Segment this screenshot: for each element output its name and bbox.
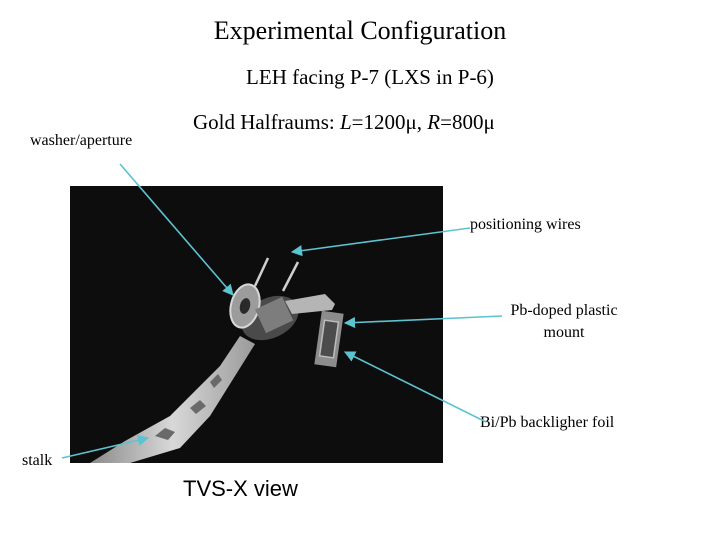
halfraum-r-value: =800μ	[440, 110, 495, 134]
halfraum-l-value: =1200μ,	[351, 110, 428, 134]
positioning-wire-2	[281, 261, 300, 292]
slide-title: Experimental Configuration	[213, 16, 507, 45]
mount-arm	[285, 294, 335, 314]
slide-subtitle: LEH facing P-7 (LXS in P-6)	[246, 65, 494, 89]
stalk-shape	[90, 336, 255, 463]
label-washer-aperture: washer/aperture	[30, 132, 133, 149]
halfraum-r-var: R	[427, 110, 441, 134]
halfraum-prefix: Gold Halfraums:	[193, 110, 340, 134]
label-positioning-wires: positioning wires	[470, 216, 581, 233]
positioning-wire-1	[253, 257, 270, 287]
label-backlighter-foil: Bi/Pb backligher foil	[480, 414, 615, 431]
stalk-texture	[155, 374, 222, 440]
photo-caption: TVS-X view	[183, 476, 298, 501]
backlighter-foil	[318, 319, 340, 359]
target-photo	[70, 186, 443, 463]
halfraum-spec: Gold Halfraums: L=1200μ, R=800μ	[193, 110, 495, 135]
label-pb-doped-mount: Pb-doped plastic mount	[510, 302, 618, 341]
washer-hole	[239, 298, 251, 314]
halfraum-l-var: L	[339, 110, 352, 134]
label-stalk: stalk	[22, 452, 53, 469]
halfraum-band	[255, 296, 294, 334]
